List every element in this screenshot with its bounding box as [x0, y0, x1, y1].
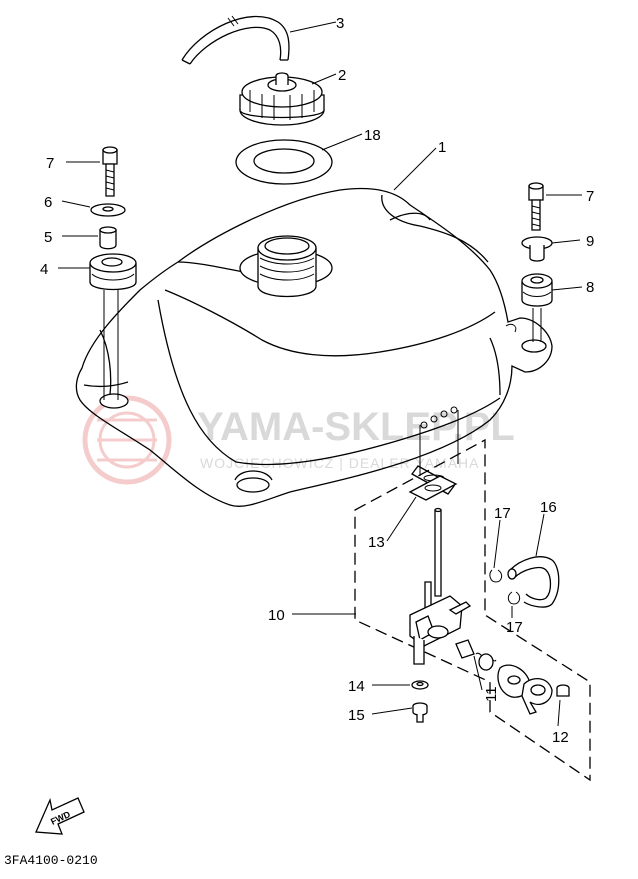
collar-part — [99, 226, 117, 250]
callout-5: 5 — [44, 229, 52, 246]
watermark: YAMA-SKLEP.PL WOJCIECHOWICZ | DEALER YAM… — [82, 395, 515, 485]
callout-17-lower: 17 — [506, 619, 523, 636]
watermark-logo — [82, 395, 172, 485]
callout-9: 9 — [586, 233, 594, 250]
diagram-code: 3FA4100-0210 — [4, 853, 98, 868]
vent-hose-part — [181, 15, 290, 65]
callout-3: 3 — [336, 15, 344, 32]
washer-part — [90, 203, 126, 217]
damper-right-part — [521, 273, 553, 307]
gasket-part — [235, 139, 333, 185]
valve-lever-parts — [455, 639, 531, 698]
leader-lines — [58, 21, 583, 727]
watermark-subtitle: WOJCIECHOWICZ | DEALER YAMAHA — [200, 455, 479, 471]
hose-clip-upper-part — [489, 569, 503, 583]
callout-1: 1 — [438, 139, 446, 156]
callout-12: 12 — [552, 729, 569, 746]
damper-left-part — [89, 253, 137, 291]
callout-13: 13 — [368, 534, 385, 551]
callout-11: 11 — [483, 686, 500, 702]
callout-7-left: 7 — [46, 155, 54, 172]
callouts: 3 2 18 1 7 6 5 4 7 9 8 10 13 14 15 11 12… — [40, 15, 594, 746]
fuel-cock-assembly-box — [354, 438, 591, 782]
valve-knob-part — [521, 678, 570, 715]
hose-clip-lower-part — [507, 591, 521, 605]
callout-6: 6 — [44, 194, 52, 211]
fuel-cap-part — [239, 72, 325, 126]
mount-guide-right — [532, 308, 542, 342]
bushing-part — [521, 236, 553, 262]
bolt-left-part — [102, 146, 118, 197]
callout-17-upper: 17 — [494, 505, 511, 522]
watermark-title: YAMA-SKLEP.PL — [197, 405, 515, 449]
callout-8: 8 — [586, 279, 594, 296]
callout-18: 18 — [364, 127, 381, 144]
callout-2: 2 — [338, 67, 346, 84]
bolt-right-part — [528, 182, 544, 231]
callout-15: 15 — [348, 707, 365, 724]
fwd-arrow-icon: FWD — [35, 797, 85, 835]
fuel-hose-part — [507, 556, 560, 608]
callout-10: 10 — [268, 607, 285, 624]
fuel-cock-part — [409, 507, 472, 665]
drain-screw-part — [412, 702, 428, 723]
fuel-tank-part — [75, 187, 553, 507]
callout-7-right: 7 — [586, 188, 594, 205]
callout-16: 16 — [540, 499, 557, 516]
mount-guide-left — [103, 290, 119, 400]
drain-washer-part — [411, 680, 429, 690]
callout-14: 14 — [348, 678, 365, 695]
strainer-gasket-part — [408, 406, 459, 501]
callout-4: 4 — [40, 261, 48, 278]
